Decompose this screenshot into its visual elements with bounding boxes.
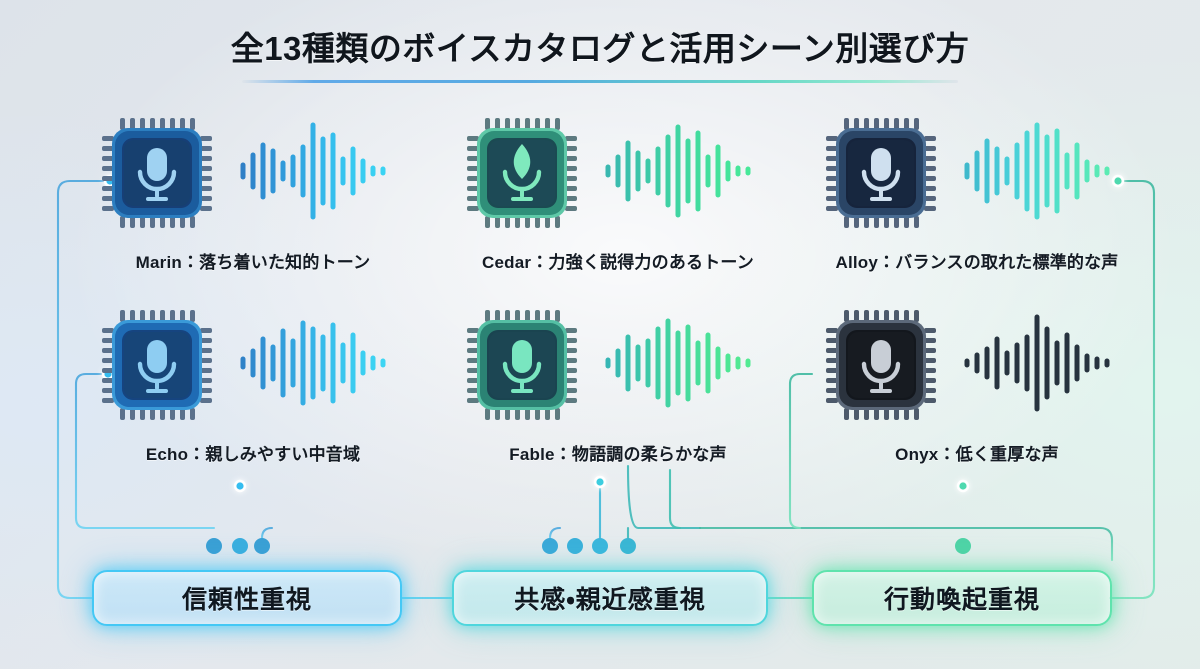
voice-card-alloy[interactable]: Alloy：バランスの取れた標準的な声: [822, 114, 1132, 273]
microphone-chip-icon: [98, 114, 216, 232]
category-box-frame: [92, 570, 402, 626]
waveform-icon: [962, 119, 1112, 228]
category-box-action[interactable]: 行動喚起重視: [812, 570, 1112, 626]
waveform-icon: [238, 119, 388, 228]
category-label: 信頼性重視: [181, 586, 312, 614]
microphone-chip-icon: [822, 306, 940, 424]
microphone-chip-icon: [822, 114, 940, 232]
voice-label: Echo：親しみやすい中音域: [145, 445, 361, 464]
page-header: 全13種類のボイスカタログと活用シーン別選び方: [0, 22, 1200, 83]
voice-label: Cedar：力強く説得力のあるトーン: [482, 253, 754, 272]
category-label: 行動喚起重視: [883, 586, 1040, 614]
microphone-chip-icon: [463, 306, 581, 424]
voice-label: Fable：物語調の柔らかな声: [509, 445, 727, 464]
category-box-frame: [452, 570, 768, 626]
category-box-trust[interactable]: 信頼性重視: [92, 570, 402, 626]
waveform-icon: [238, 311, 388, 420]
voice-card-echo[interactable]: Echo：親しみやすい中音域: [98, 306, 408, 465]
title-underline: [242, 80, 958, 83]
waveform-icon: [962, 311, 1112, 420]
voice-card-fable[interactable]: Fable：物語調の柔らかな声: [463, 306, 773, 465]
category-box-frame: [812, 570, 1112, 626]
voice-label: Marin：落ち着いた知的トーン: [135, 253, 371, 272]
voice-label: Alloy：バランスの取れた標準的な声: [835, 253, 1119, 272]
page-title: 全13種類のボイスカタログと活用シーン別選び方: [230, 30, 970, 67]
voice-card-onyx[interactable]: Onyx：低く重厚な声: [822, 306, 1132, 465]
microphone-chip-icon: [98, 306, 216, 424]
microphone-chip-icon: [463, 114, 581, 232]
waveform-icon: [603, 119, 753, 228]
category-label: 共感・親近感重視: [514, 586, 706, 614]
voice-card-marin[interactable]: Marin：落ち着いた知的トーン: [98, 114, 408, 273]
voice-label: Onyx：低く重厚な声: [895, 445, 1059, 464]
category-box-empathy[interactable]: 共感・親近感重視: [452, 570, 768, 626]
waveform-icon: [603, 311, 753, 420]
voice-card-cedar[interactable]: Cedar：力強く説得力のあるトーン: [463, 114, 773, 273]
trace-node-dot: [206, 538, 971, 554]
